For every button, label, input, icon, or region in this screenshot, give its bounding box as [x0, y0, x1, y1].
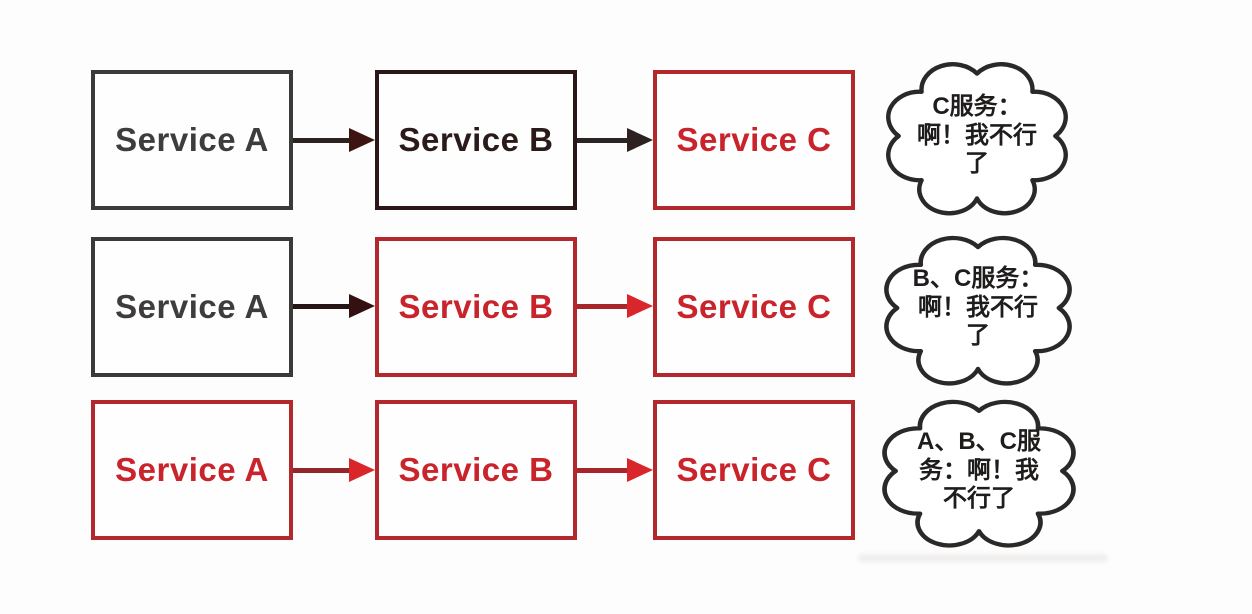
service-box-a3: Service A — [91, 400, 293, 540]
bubble-text: A、B、C服 务：啊！我 不行了 — [917, 427, 1041, 513]
arrow-head-icon — [349, 128, 375, 152]
flow-arrow — [577, 128, 653, 152]
service-box-label: Service B — [398, 121, 554, 158]
service-box-b1: Service B — [375, 70, 577, 210]
service-box-label: Service B — [398, 288, 554, 325]
arrow-shaft — [577, 303, 627, 309]
arrow-head-icon — [349, 458, 375, 482]
cloud-icon — [886, 62, 1068, 216]
flow-arrow — [577, 294, 653, 318]
arrow-head-icon — [627, 458, 653, 482]
cloud-icon — [884, 235, 1072, 386]
arrow-shaft — [293, 303, 349, 309]
service-box-label: Service A — [115, 121, 269, 158]
service-box-b3: Service B — [375, 400, 577, 540]
service-box-label: Service A — [115, 451, 269, 488]
service-box-c1: Service C — [653, 70, 855, 210]
service-box-label: Service A — [115, 288, 269, 325]
thought-bubble: A、B、C服 务：啊！我 不行了 — [880, 392, 1078, 550]
arrow-head-icon — [627, 294, 653, 318]
service-box-c2: Service C — [653, 237, 855, 377]
service-box-label: Service C — [676, 288, 832, 325]
arrow-shaft — [293, 137, 349, 143]
arrow-shaft — [293, 467, 349, 473]
cloud-icon — [882, 399, 1076, 548]
service-box-label: Service C — [676, 121, 832, 158]
thought-bubble: B、C服务： 啊！我不行 了 — [882, 228, 1074, 388]
flow-arrow — [293, 458, 375, 482]
service-box-label: Service B — [398, 451, 554, 488]
service-box-label: Service C — [676, 451, 832, 488]
thought-bubble: C服务： 啊！我不行 了 — [884, 54, 1070, 218]
service-box-a1: Service A — [91, 70, 293, 210]
artifact-smudge — [858, 554, 1108, 562]
arrow-head-icon — [627, 128, 653, 152]
arrow-shaft — [577, 137, 627, 143]
flow-arrow — [293, 294, 375, 318]
bubble-text: C服务： 啊！我不行 了 — [917, 92, 1037, 178]
service-box-b2: Service B — [375, 237, 577, 377]
arrow-shaft — [577, 467, 627, 473]
arrow-head-icon — [349, 294, 375, 318]
bubble-text: B、C服务： 啊！我不行 了 — [912, 264, 1044, 350]
flow-arrow — [577, 458, 653, 482]
service-box-a2: Service A — [91, 237, 293, 377]
service-box-c3: Service C — [653, 400, 855, 540]
flow-arrow — [293, 128, 375, 152]
